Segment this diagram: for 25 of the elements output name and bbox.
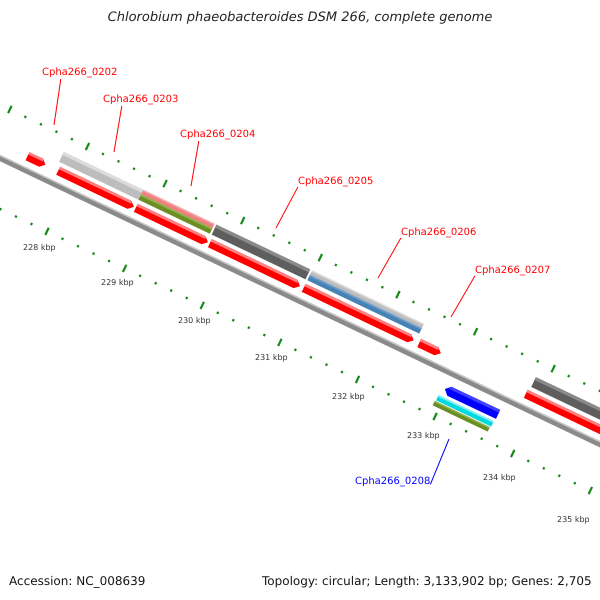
tick-label: 231 kbp [255,352,288,364]
tick-label: 235 kbp [557,514,590,526]
gene-label: Cpha266_0207 [475,265,550,277]
leader-line [190,140,200,186]
tick-label: 232 kbp [332,391,365,403]
gene-label: Cpha266_0208 [355,476,430,488]
gene-label: Cpha266_0205 [298,176,374,188]
leader-line [430,438,450,485]
gene-label: Cpha266_0202 [42,67,118,79]
gene-label: Cpha266_0206 [401,227,476,239]
leader-line [378,237,402,278]
tick-label: 230 kbp [178,315,211,327]
gene-label: Cpha266_0204 [180,129,256,141]
tick-label: 229 kbp [101,277,134,289]
tick-label: 233 kbp [407,430,440,442]
leader-line [276,186,298,228]
gene-label: Cpha266_0203 [103,94,178,106]
leader-line [54,78,62,126]
tick-label: 228 kbp [23,242,56,254]
accession-text: Accession: NC_008639 [9,575,146,587]
tick-label: 234 kbp [483,472,516,484]
leader-line [450,275,476,318]
leader-line [114,106,122,152]
diagram-title: Chlorobium phaeobacteroides DSM 266, complete genome [106,10,494,25]
topology-text: Topology: circular; Length: 3,133,902 bp; Genes: 2,705 [262,575,592,587]
